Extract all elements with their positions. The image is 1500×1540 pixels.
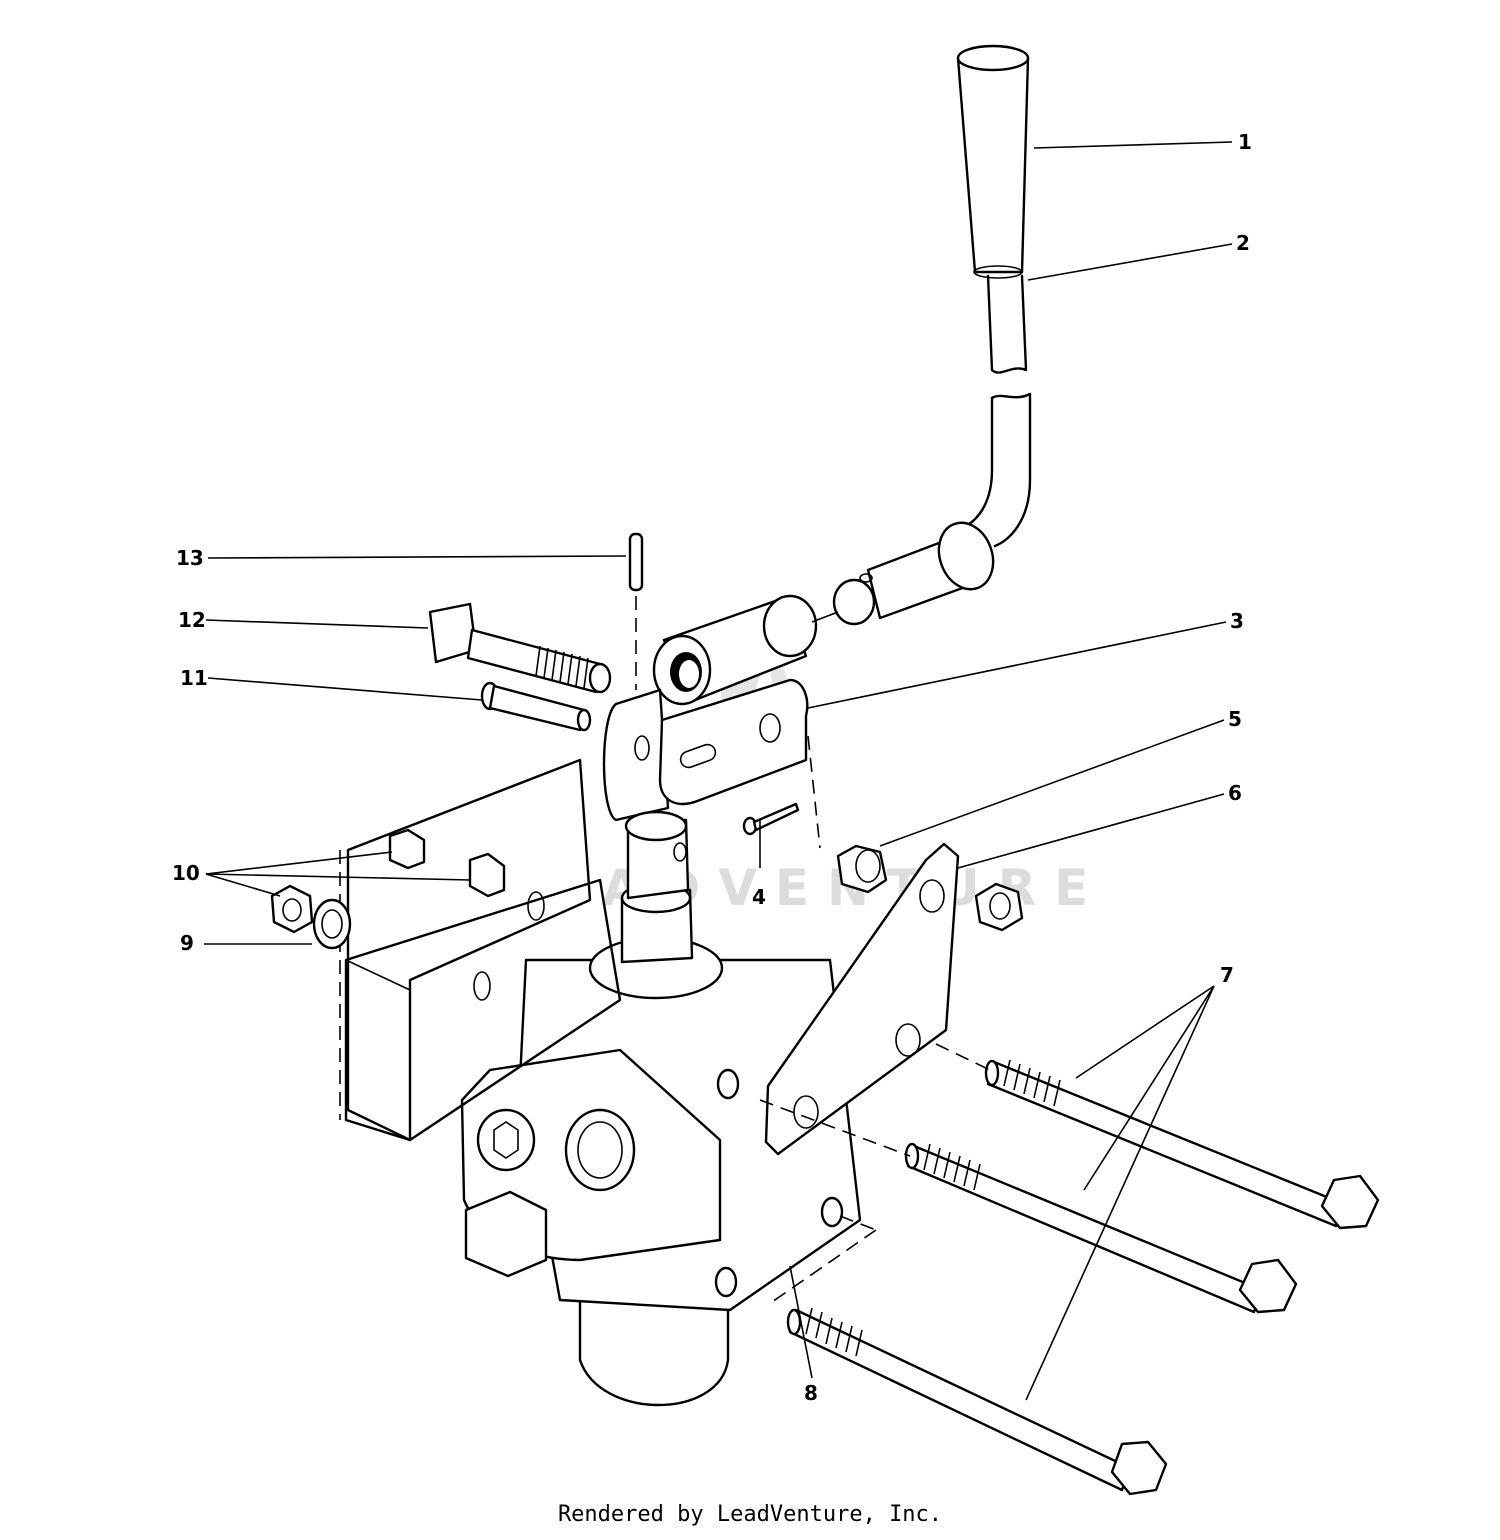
callout-5: 5 [1228,707,1242,731]
cotter-pin [742,802,800,836]
nut [270,828,506,934]
link-plates [602,678,809,822]
bolt [428,602,612,694]
assembly-lines [759,735,991,1303]
lock-washer [312,898,352,950]
callout-7: 7 [1220,963,1234,987]
leader-lines [204,141,1233,1401]
callout-9: 9 [180,931,194,955]
callout-1: 1 [1238,130,1252,154]
footer-credit: Rendered by LeadVenture, Inc. [557,1502,943,1527]
handle-grip [956,44,1030,279]
callout-10: 10 [172,861,200,885]
roll-pin [628,532,644,690]
long-bolts [786,1059,1380,1496]
callout-3: 3 [1230,609,1244,633]
callout-11: 11 [180,666,208,690]
star-nut [836,844,1024,932]
callout-labels: 1 2 3 4 5 6 7 8 9 10 11 12 13 [172,130,1252,1405]
callout-4: 4 [752,885,766,909]
callout-13: 13 [176,546,204,570]
sleeve-bushing [652,594,839,706]
valve-body [460,810,862,1407]
callout-12: 12 [178,608,206,632]
callout-2: 2 [1236,231,1250,255]
callout-8: 8 [804,1381,818,1405]
callout-6: 6 [1228,781,1242,805]
support-plate [764,842,960,1156]
clevis-pin [480,681,592,732]
lever-rod [832,274,1032,626]
